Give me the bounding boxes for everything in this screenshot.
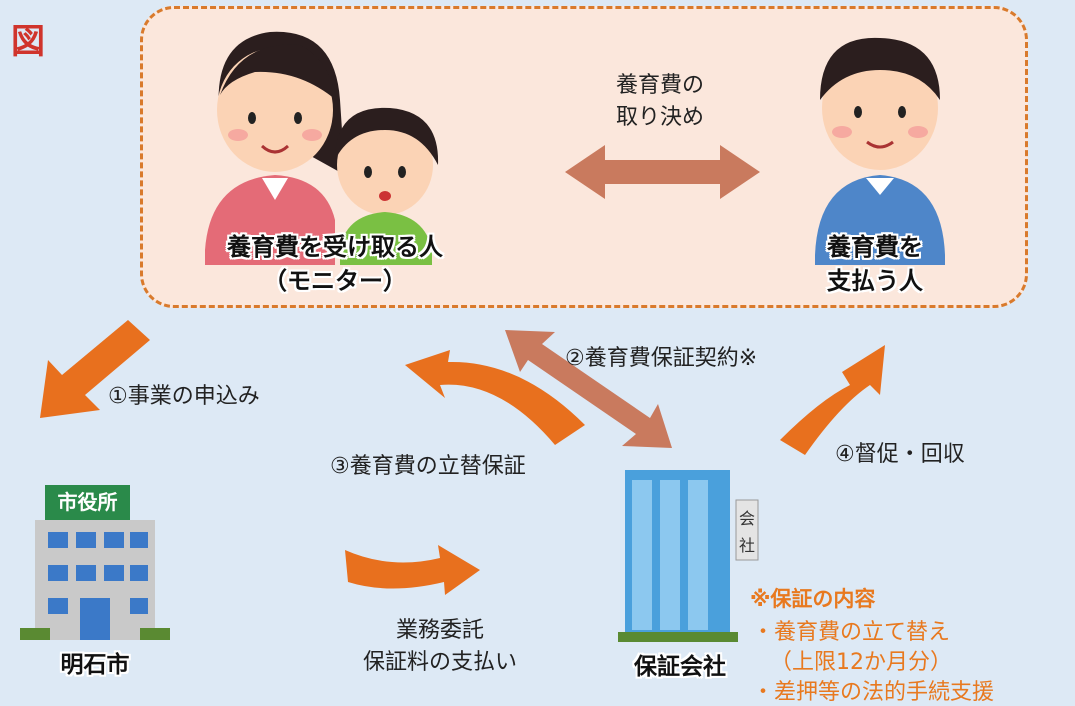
step1-label: ①事業の申込み: [108, 384, 260, 409]
arrow-outsourcing: [345, 545, 480, 595]
agreement-double-arrow: [565, 145, 760, 199]
agreement-label-line2: 取り決め: [615, 105, 704, 130]
company-building-illustration: [618, 470, 759, 642]
guarantee-note-title: ※保証の内容: [750, 587, 876, 611]
arrow-guarantee-contract: [505, 330, 672, 448]
company-sign-char2: 社: [738, 536, 755, 555]
child-illustration: [335, 107, 439, 265]
payer-label: 養育費を 支払う人: [790, 230, 960, 298]
payer-label-line1: 養育費を: [827, 233, 923, 261]
receiver-label-line2: （モニター）: [263, 267, 407, 295]
step3-label: ③養育費の立替保証: [330, 454, 526, 479]
arrow-advance-guarantee: [405, 350, 585, 445]
city-hall-illustration: [20, 485, 170, 640]
guarantee-note-item-2: （上限12か月分）: [770, 650, 952, 675]
step4-label: ④督促・回収: [835, 442, 965, 467]
receiver-label-line1: 養育費を受け取る人: [227, 233, 443, 261]
figure-label: 図: [11, 22, 45, 62]
payer-label-line2: 支払う人: [827, 267, 923, 295]
company-sign-char1: 会: [738, 509, 755, 528]
step2-label: ②養育費保証契約※: [565, 346, 758, 371]
outsourcing-label-line1: 業務委託: [395, 618, 484, 643]
guarantee-note-item-1: ・養育費の立て替え: [752, 620, 951, 645]
city-name: 明石市: [60, 652, 130, 678]
mother-illustration: [205, 31, 345, 265]
father-illustration: [815, 37, 945, 265]
agreement-label: 養育費の 取り決め: [560, 70, 760, 134]
guarantee-note-item-3: ・差押等の法的手続支援: [752, 680, 995, 705]
arrow-application: [40, 320, 150, 418]
outsourcing-label: 業務委託 保証料の支払い: [340, 615, 540, 679]
company-name: 保証会社: [634, 654, 726, 680]
outsourcing-label-line2: 保証料の支払い: [362, 650, 517, 675]
receiver-label: 養育費を受け取る人 （モニター）: [185, 230, 485, 298]
agreement-label-line1: 養育費の: [615, 73, 704, 98]
arrow-collection: [780, 345, 885, 455]
city-hall-sign: 市役所: [57, 490, 118, 514]
